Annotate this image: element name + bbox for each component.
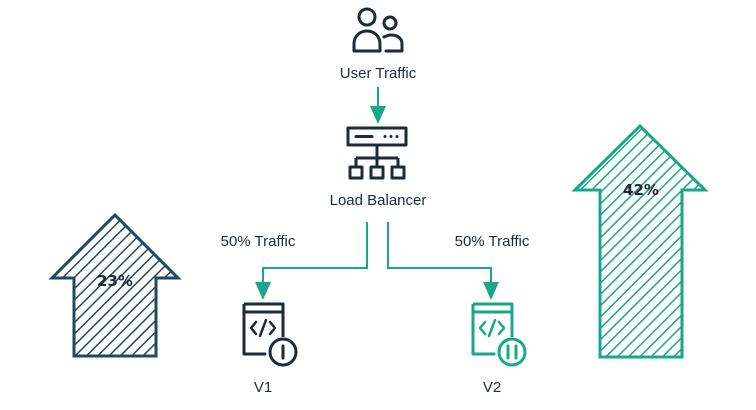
user-traffic-label: User Traffic [340, 65, 417, 82]
right-growth-value: 42% [623, 181, 659, 199]
lb-to-v1-arrow [255, 222, 368, 300]
left-growth-arrow: 23% [48, 212, 182, 358]
v2-label: V2 [483, 379, 501, 396]
code-file-pause-icon [471, 302, 527, 367]
pause-icon [506, 344, 518, 360]
server-network-icon [346, 126, 408, 180]
right-growth-arrow: 42% [571, 123, 709, 359]
v1-label: V1 [254, 379, 272, 396]
users-icon [352, 7, 404, 53]
lb-to-v2-arrow [387, 222, 499, 300]
left-split-label: 50% Traffic [221, 233, 296, 250]
code-file-play-icon [242, 302, 298, 367]
right-split-label: 50% Traffic [455, 233, 530, 250]
left-growth-value: 23% [97, 272, 133, 290]
load-balancer-label: Load Balancer [330, 192, 427, 209]
